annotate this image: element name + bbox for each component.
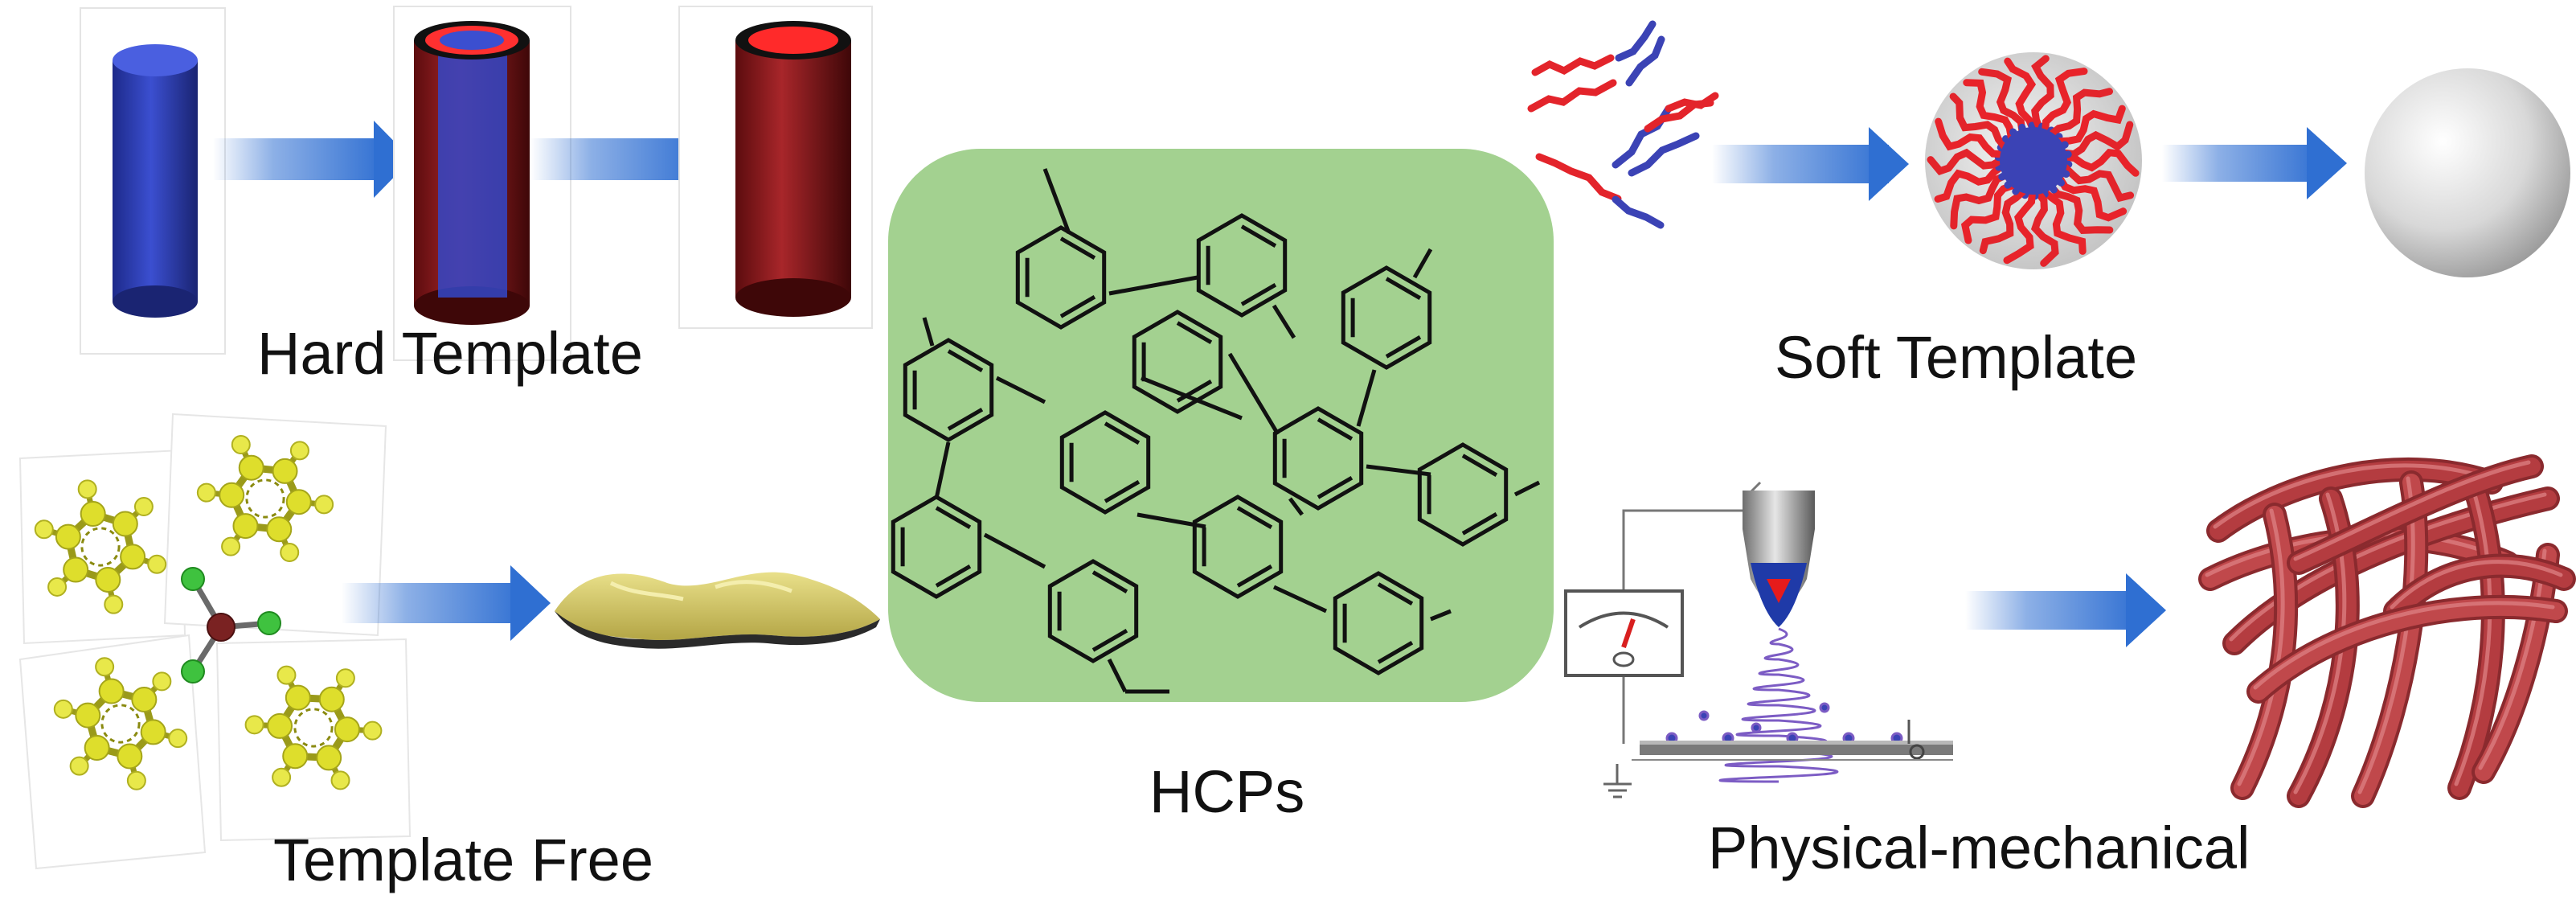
arrow-6 xyxy=(1965,591,2142,630)
arrow-3 xyxy=(1712,145,1889,183)
fiber-bundle-icon xyxy=(2198,454,2576,808)
physical-mechanical-label: Physical-mechanical xyxy=(1708,815,2250,881)
hcp-box xyxy=(888,149,1554,702)
hard-template-label: Hard Template xyxy=(257,320,643,387)
arrow-4 xyxy=(2162,145,2323,182)
arrow-2 xyxy=(530,138,703,180)
arrow-5 xyxy=(342,583,526,623)
sphere-icon xyxy=(2365,68,2570,277)
blue-rod-icon xyxy=(113,44,198,318)
crosslinker-molecule-icon xyxy=(181,567,281,683)
hcps-label: HCPs xyxy=(1149,758,1304,825)
arrow-6-head xyxy=(2126,573,2166,647)
arrow-3-head xyxy=(1869,127,1909,201)
benzene-molecule-icon xyxy=(196,434,334,563)
electrospinning-setup-icon xyxy=(1564,481,1953,798)
hollow-tube-icon xyxy=(735,21,851,317)
arrow-5-head xyxy=(510,565,551,641)
arrow-1 xyxy=(213,138,386,180)
core-shell-tube-icon xyxy=(414,21,530,325)
hcps-group: HCPs xyxy=(888,149,1554,825)
polymer-chains-icon xyxy=(1527,20,1719,229)
porous-sheet-icon xyxy=(555,572,880,649)
physical-mechanical-group: Physical-mechanical xyxy=(1564,454,2576,881)
template-free-label: Template Free xyxy=(273,827,653,893)
template-free-group: Template Free xyxy=(18,413,880,893)
benzene-molecule-icon xyxy=(244,665,383,790)
soft-template-label: Soft Template xyxy=(1775,324,2137,391)
soft-template-group: Soft Template xyxy=(1527,20,2570,391)
micelle-icon xyxy=(1925,52,2142,269)
hcp-network-icon xyxy=(891,168,1541,694)
arrow-1-head xyxy=(374,121,412,198)
hard-template-group: Hard Template xyxy=(80,6,873,387)
benzene-molecule-icon xyxy=(34,479,167,614)
arrow-4-head xyxy=(2307,127,2347,199)
benzene-molecule-icon xyxy=(53,657,188,790)
